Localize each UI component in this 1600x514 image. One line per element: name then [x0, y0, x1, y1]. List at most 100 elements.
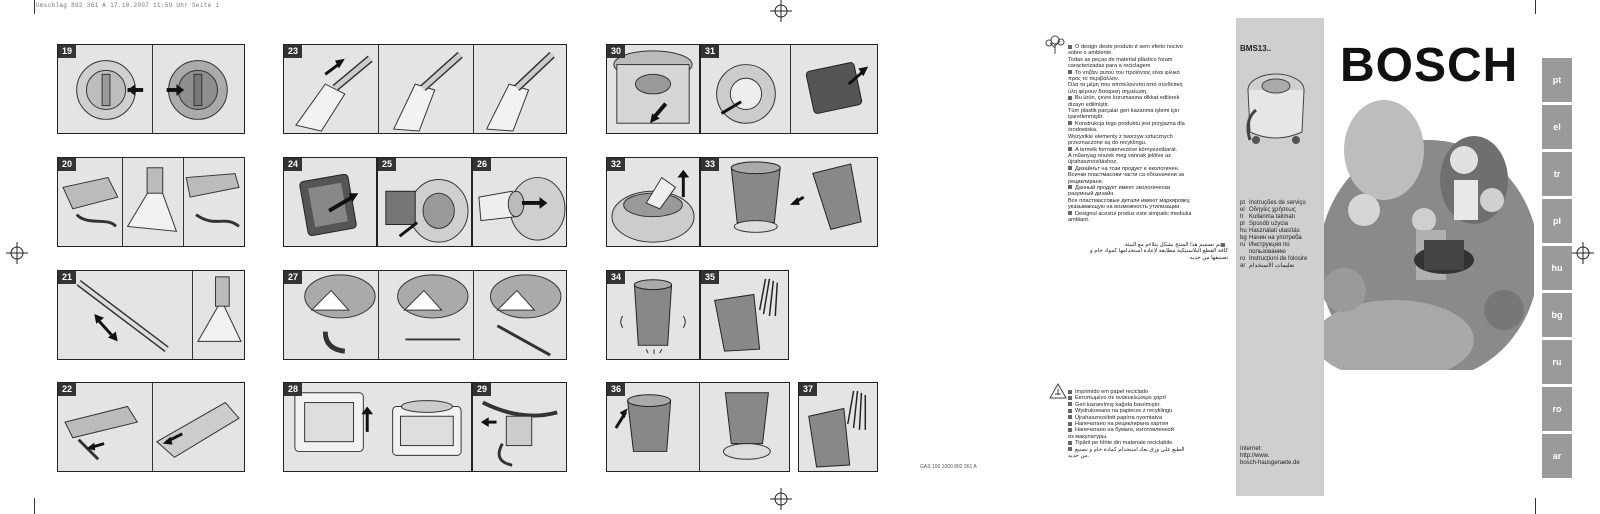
step-number: 32	[607, 158, 626, 171]
step-panel-24: 24	[283, 157, 377, 247]
internet-url: http://www.	[1240, 453, 1270, 459]
language-tab-ro[interactable]: ro	[1542, 387, 1572, 431]
language-tab-pt[interactable]: pt	[1542, 58, 1572, 102]
step-number: 30	[607, 45, 626, 58]
step-panel-25: 25	[377, 157, 472, 247]
bullet-icon	[1068, 166, 1072, 171]
bullet-icon	[1068, 440, 1072, 445]
model-number: BMS13..	[1240, 44, 1272, 53]
text-line: A termék formatervezése környezetbarát.	[1068, 147, 1233, 153]
text-line: ambiant.	[1068, 216, 1090, 223]
filter-cassette-illustration	[716, 62, 869, 124]
bullet-icon	[1068, 421, 1072, 426]
filter-removal-illustration	[299, 173, 359, 237]
text-line: ύλη φέρουν δεκαρική σημείωση.	[1068, 88, 1148, 95]
text-line: Εκτυπωμένο σε ανακυκλώσιμο χαρτί	[1068, 395, 1233, 401]
print-info: Umschlag 892 361 A 17.10.2007 11:59 Uhr …	[36, 2, 220, 9]
text-line: Tipărit pe hîrtie din materiale reciclab…	[1068, 440, 1233, 446]
step-number: 29	[473, 383, 492, 396]
bullet-icon	[1068, 395, 1072, 400]
text-line: كافة القطع البلاستيكية مطابقة لإعادة است…	[1089, 248, 1228, 255]
text-line: işaretlenmiştir.	[1068, 114, 1104, 121]
language-tab-ru[interactable]: ru	[1542, 340, 1572, 384]
text-line: caracterizadas para a reciclagem	[1068, 63, 1151, 70]
text-line: Geri kazanılmış kağıda basılmıştır.	[1068, 402, 1233, 408]
hose-connector-illustration	[64, 401, 240, 461]
step-panel-30: 30	[606, 44, 700, 134]
bullet-icon	[1068, 70, 1072, 75]
text-line: из макулатуры.	[1068, 433, 1108, 440]
registration-mark	[770, 488, 792, 510]
language-tab-pl[interactable]: pl	[1542, 199, 1572, 243]
recycle-icon	[1049, 382, 1067, 399]
bullet-icon	[1068, 447, 1072, 452]
container-illustration	[385, 179, 469, 243]
text-line: Όλα τα μέρη που αποτελούνται από συνθετι…	[1068, 82, 1183, 89]
text-line: újrahasznosításhoz.	[1068, 159, 1118, 166]
language-tab-tr[interactable]: tr	[1542, 152, 1572, 196]
step-panel-21: 21	[57, 270, 245, 360]
step-panel-20: 20	[57, 157, 245, 247]
internet-url: bosch-hausgeraete.de	[1240, 460, 1300, 466]
hose-clip-illustration	[480, 400, 558, 467]
bag-removal-illustration	[611, 169, 695, 243]
bullet-icon	[1068, 147, 1072, 152]
registration-mark	[6, 242, 28, 264]
bullet-icon	[1068, 211, 1072, 216]
text-line: Újrahasznosított papírra nyomtatva	[1068, 415, 1233, 421]
floor-brush-illustration	[76, 276, 242, 352]
text-line: προς το περιβάλλον.	[1068, 76, 1120, 83]
language-tab-el[interactable]: el	[1542, 105, 1572, 149]
text-line: sobre o ambiente.	[1068, 50, 1113, 57]
bullet-icon	[1221, 242, 1225, 247]
text-line: Tüm plastik parçalar geri kazanma işlemi…	[1068, 108, 1180, 115]
language-tab-ar[interactable]: ar	[1542, 434, 1572, 478]
text-line: Todas as peças de material plástico fora…	[1068, 56, 1173, 63]
text-line: разумный дизайн.	[1068, 191, 1115, 198]
bullet-icon	[1068, 121, 1072, 126]
crop-mark	[1535, 498, 1536, 514]
step-panel-29: 29	[472, 382, 567, 472]
dial-illustration	[76, 60, 228, 120]
registration-mark	[770, 0, 792, 22]
step-panel-19: 19	[57, 44, 245, 134]
step-number: 26	[473, 158, 492, 171]
bullet-icon	[1068, 427, 1072, 432]
step-number: 22	[58, 383, 77, 396]
step-number: 28	[284, 383, 303, 396]
text-line: A műanyag részek meg vannak jelölve az	[1068, 152, 1171, 159]
crop-mark	[1535, 0, 1536, 14]
step-panel-32: 32	[606, 157, 700, 247]
step-number: 33	[701, 158, 720, 171]
text-line: Wszystkie elementy z tworzyw sztucznych	[1068, 133, 1173, 140]
language-tab-bg[interactable]: bg	[1542, 293, 1572, 337]
step-number: 37	[799, 383, 818, 396]
step-panel-34: 34	[606, 270, 700, 360]
step-number: 23	[284, 45, 303, 58]
registration-mark	[1572, 242, 1594, 264]
spout-illustration	[478, 177, 566, 241]
language-entry: пользованию	[1249, 249, 1286, 255]
brush-cleaning-illustration	[808, 390, 867, 468]
step-panel-36: 36	[606, 382, 790, 472]
text-line: Wydrukowano na papierze z recyklingu	[1068, 408, 1233, 414]
bosch-logo: BOSCH	[1340, 39, 1519, 92]
language-tab-hu[interactable]: hu	[1542, 246, 1572, 290]
water-tank-illustration	[294, 392, 462, 456]
bullet-icon	[1068, 408, 1072, 413]
step-number: 24	[284, 158, 303, 171]
children-party-photo	[1324, 90, 1534, 370]
step-number: 19	[58, 45, 77, 58]
tap-filter-illustration	[620, 279, 686, 355]
text-line: środowiska.	[1068, 127, 1098, 134]
text-line: przeznaczone są do recyklingu.	[1068, 140, 1147, 147]
crop-mark	[34, 0, 35, 14]
